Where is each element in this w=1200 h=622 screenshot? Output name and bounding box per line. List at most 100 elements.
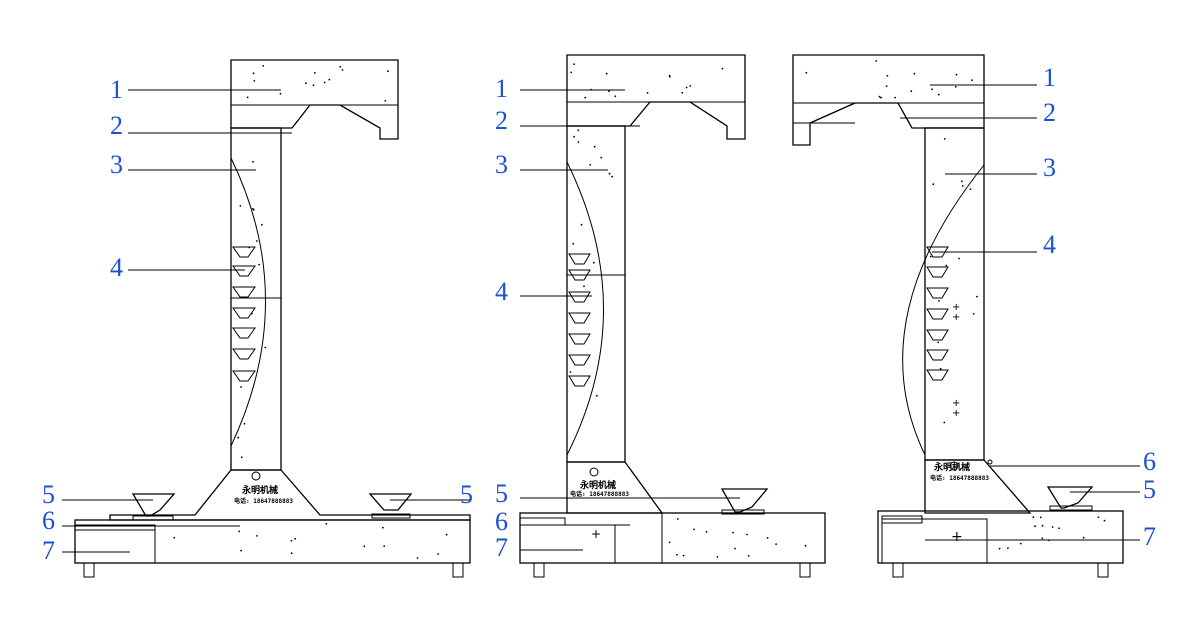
rivet-dot (939, 367, 942, 370)
rivet-dot (572, 242, 575, 245)
rivet-dot (943, 421, 946, 424)
m1-label-4: 4 (110, 253, 123, 282)
rivet-dot (886, 74, 889, 77)
rivet-dot (258, 263, 260, 266)
m2-label-2: 2 (495, 106, 508, 135)
rivet-dot (932, 183, 935, 186)
rivet-dot (240, 386, 243, 388)
rivet-dot (1039, 516, 1042, 519)
m1-phone: 电话: 18647888883 (234, 497, 293, 505)
rivet-dot (608, 90, 610, 93)
rivet-dot (437, 553, 439, 555)
m1-hopper-right (368, 493, 413, 511)
rivet-dot (676, 518, 679, 520)
m2-buckets (568, 253, 591, 387)
rivet-dot (1034, 525, 1036, 528)
m1-label-5a: 5 (42, 480, 55, 509)
rivet-dot (972, 313, 975, 315)
rivet-dot (573, 63, 575, 66)
rivet-dot (716, 556, 719, 558)
m1-belt-curve (230, 157, 266, 447)
m3-label-7: 7 (1143, 522, 1156, 551)
rivet-dot (732, 531, 734, 534)
m3-top-head (792, 54, 985, 146)
rivet-dot (885, 85, 888, 87)
rivet-dot (646, 92, 649, 94)
m2-belt-curve (566, 161, 604, 456)
rivet-dot (971, 79, 973, 82)
rivet-dot (746, 533, 748, 536)
m1-motor-box (74, 524, 156, 564)
m1-label-7: 7 (42, 536, 55, 565)
rivet-dot (252, 72, 255, 75)
rivet-dot (596, 394, 598, 397)
m2-phone: 电话: 18647888883 (570, 490, 629, 498)
m1-hopper-left (131, 493, 176, 517)
rivet-dots (173, 60, 1106, 559)
rivet-dot (1082, 536, 1085, 539)
rivet-dot (589, 164, 592, 166)
m1-transition (109, 469, 471, 521)
rivet-dot (590, 88, 593, 91)
rivet-dot (747, 555, 750, 557)
rivet-dot (240, 456, 243, 459)
rivet-dot (958, 257, 960, 260)
rivet-dot (248, 246, 251, 249)
rivet-dot (252, 209, 255, 211)
m3-label-4: 4 (1043, 230, 1056, 259)
rivet-dot (312, 84, 315, 87)
rivet-dot (705, 530, 708, 533)
rivet-dot (938, 300, 940, 302)
m3-phone: 电话: 18647888883 (930, 474, 989, 482)
rivet-dot (875, 60, 878, 62)
rivet-dot (570, 71, 573, 74)
rivet-dot (577, 141, 580, 143)
rivet-dot (239, 205, 242, 207)
rivet-dot (577, 129, 580, 132)
rivet-dot (880, 96, 882, 99)
m1-label-5b: 5 (460, 480, 473, 509)
m2-column (566, 125, 626, 463)
m3-brand: 永明机械 (933, 461, 970, 473)
rivet-dot (1051, 526, 1054, 528)
m3-belt-curve (902, 164, 985, 456)
rivet-dot (600, 156, 603, 159)
rivet-dot (290, 552, 293, 555)
rivet-dot (1097, 516, 1100, 519)
rivet-dot (894, 96, 896, 99)
rivet-dot (1019, 542, 1022, 545)
rivet-dot (693, 528, 695, 531)
m3-label-5: 5 (1143, 475, 1156, 504)
svg-text:+: + (952, 302, 960, 313)
rivet-dot (1058, 527, 1060, 530)
rivet-dot (931, 88, 933, 91)
rivet-dot (976, 295, 978, 298)
rivet-dot (1041, 537, 1044, 540)
svg-text:+: + (952, 312, 960, 323)
rivet-dot (256, 535, 258, 537)
m3-motor-box (881, 518, 988, 564)
rivet-dot (734, 547, 736, 550)
rivet-dot (676, 553, 678, 556)
rivet-dot (593, 145, 596, 148)
rivet-dot (1007, 547, 1009, 549)
rivet-dot (685, 86, 688, 89)
m2-label-6: 6 (495, 507, 508, 536)
rivet-dot (328, 78, 331, 81)
m3-buckets (926, 246, 949, 381)
machine-2: 永明机械 电话: 18647888883 + 1 2 3 4 5 6 7 (495, 54, 826, 578)
rivet-dot (913, 72, 916, 75)
rivet-dot (246, 96, 249, 99)
rivet-dot (584, 96, 587, 99)
rivet-dot (279, 92, 282, 95)
rivet-dot (1032, 516, 1035, 519)
m3-label-6: 6 (1143, 447, 1156, 476)
rivet-dot (323, 81, 326, 84)
rivet-dot (383, 545, 386, 547)
rivet-dot (937, 341, 940, 344)
rivet-dot (250, 312, 253, 315)
m1-top-head (230, 59, 399, 140)
rivet-dot (325, 523, 328, 525)
rivet-dot (689, 85, 692, 87)
rivet-dot (614, 95, 617, 98)
